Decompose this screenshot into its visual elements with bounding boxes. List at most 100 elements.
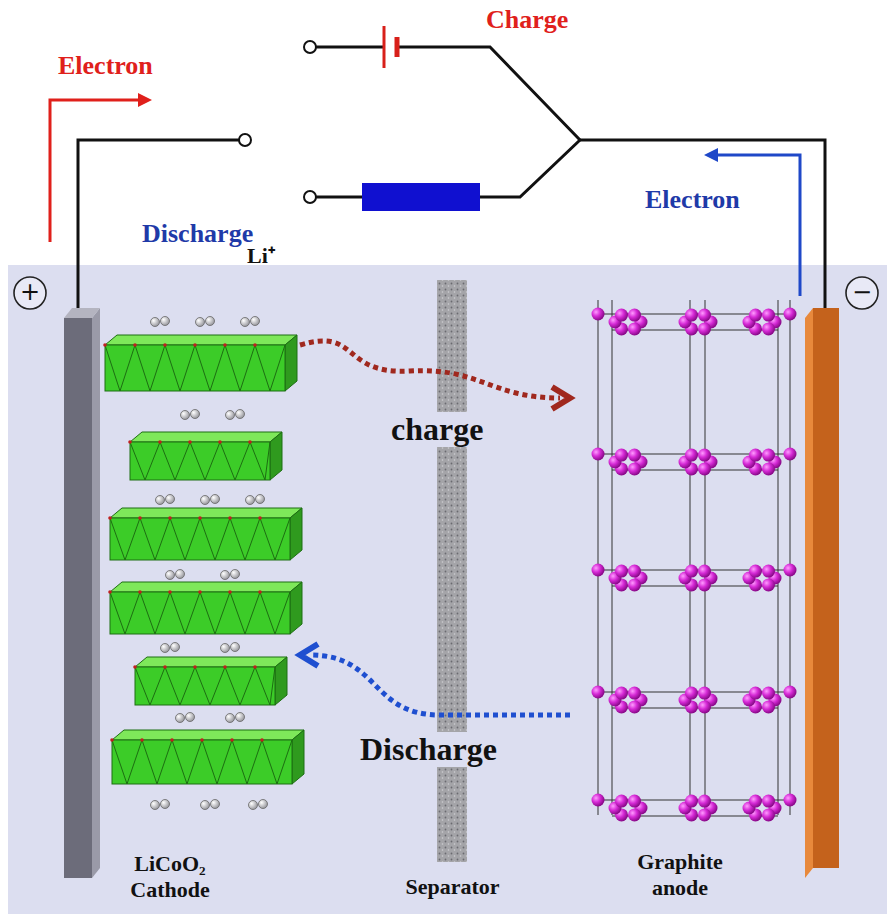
- ion-flow-arrow: [310, 655, 570, 715]
- oxygen-atom: [228, 516, 232, 520]
- octahedra-layer-side: [270, 432, 282, 480]
- octahedra-layer-top: [112, 730, 304, 740]
- lattice-line: [612, 300, 613, 815]
- octahedra-layer: [112, 740, 292, 784]
- carbon-atom: [698, 795, 711, 808]
- switch-contact: [304, 191, 316, 203]
- positive-terminal-symbol: [14, 277, 46, 309]
- lithium-ion: [176, 714, 185, 723]
- lithium-ion: [221, 571, 230, 580]
- cathode-electrode: LiCoO₂ Cathode: [100, 330, 300, 908]
- carbon-atom: [762, 795, 775, 808]
- octahedron-edge: [110, 518, 140, 560]
- carbon-atom: [628, 808, 641, 821]
- oxygen-atom: [133, 665, 137, 669]
- oxygen-atom: [223, 343, 227, 347]
- negative-terminal-symbol: [846, 277, 878, 309]
- octahedra-layer: [110, 592, 290, 634]
- octahedron-edge: [110, 592, 140, 634]
- carbon-atom: [628, 449, 641, 462]
- discharge-label: Discharge: [142, 220, 253, 249]
- lithium-ion: [151, 801, 160, 810]
- carbon-atom: [749, 565, 762, 578]
- carbon-atom: [628, 700, 641, 713]
- octahedra-layer: [110, 518, 290, 560]
- oxygen-atom: [198, 590, 202, 594]
- octahedron-edge: [225, 667, 255, 705]
- oxygen-atom: [163, 665, 167, 669]
- lithium-ion: [211, 495, 220, 504]
- ion-label: Li⁺: [247, 244, 275, 268]
- lithium-ion: [256, 495, 265, 504]
- battery-wire-right: [398, 47, 580, 140]
- separator-region: Separator: [395, 275, 510, 905]
- switch-contact: [239, 134, 251, 146]
- oxygen-atom: [138, 516, 142, 520]
- carbon-atom: [784, 448, 797, 461]
- carbon-atom: [628, 795, 641, 808]
- oxygen-atom: [260, 738, 264, 742]
- oxygen-atom: [170, 738, 174, 742]
- oxygen-atom: [188, 440, 192, 444]
- carbon-atom: [749, 449, 762, 462]
- carbon-atom: [592, 448, 605, 461]
- battery-wire-left: [316, 46, 383, 49]
- octahedra-layer-top: [135, 657, 287, 667]
- oxygen-atom: [193, 343, 197, 347]
- oxygen-atom: [253, 665, 257, 669]
- octahedra-layer-top: [130, 432, 282, 442]
- carbon-atom: [762, 565, 775, 578]
- carbon-atom: [615, 687, 628, 700]
- carbon-atom: [685, 449, 698, 462]
- oxygen-atom: [193, 665, 197, 669]
- octahedra-layer-side: [285, 335, 297, 391]
- arrowhead: [300, 644, 318, 666]
- oxygen-atom: [110, 738, 114, 742]
- octahedron-edge: [105, 345, 135, 391]
- octahedron-edge: [230, 518, 260, 560]
- electrode-label: Separator: [395, 874, 510, 899]
- carbon-atom: [784, 308, 797, 321]
- lithium-ion: [161, 317, 170, 326]
- carbon-atom: [685, 309, 698, 322]
- lithium-ion: [151, 318, 160, 327]
- octahedron-edge: [220, 442, 250, 480]
- lithium-ion: [206, 317, 215, 326]
- carbon-atom: [698, 687, 711, 700]
- octahedron-edge: [225, 345, 255, 391]
- carbon-atom: [698, 449, 711, 462]
- carbon-atom: [685, 687, 698, 700]
- oxygen-atom: [258, 590, 262, 594]
- octahedra-layer: [105, 345, 285, 391]
- lithium-ion: [236, 410, 245, 419]
- octahedron-edge: [140, 592, 170, 634]
- octahedron-edge: [142, 740, 172, 784]
- oxygen-atom: [168, 590, 172, 594]
- octahedron-edge: [260, 518, 290, 560]
- carbon-atom: [762, 322, 775, 335]
- lithium-ion: [259, 800, 268, 809]
- carbon-atom: [592, 686, 605, 699]
- switch-contact: [304, 41, 316, 53]
- anode-wire: [580, 140, 825, 308]
- lithium-ion: [226, 714, 235, 723]
- carbon-atom: [628, 687, 641, 700]
- carbon-atom: [685, 565, 698, 578]
- anode-collector-side: [805, 308, 813, 878]
- lithium-ion: [231, 643, 240, 652]
- octahedron-edge: [260, 592, 290, 634]
- oxygen-atom: [133, 343, 137, 347]
- carbon-atom: [762, 700, 775, 713]
- arrowhead: [552, 387, 570, 409]
- carbon-atom: [628, 322, 641, 335]
- octahedron-edge: [130, 442, 160, 480]
- carbon-atom: [592, 794, 605, 807]
- electrode-label: LiCoO₂ Cathode: [105, 851, 235, 902]
- octahedron-edge: [135, 667, 165, 705]
- lithium-ion: [191, 410, 200, 419]
- carbon-atom: [762, 309, 775, 322]
- carbon-atom: [698, 462, 711, 475]
